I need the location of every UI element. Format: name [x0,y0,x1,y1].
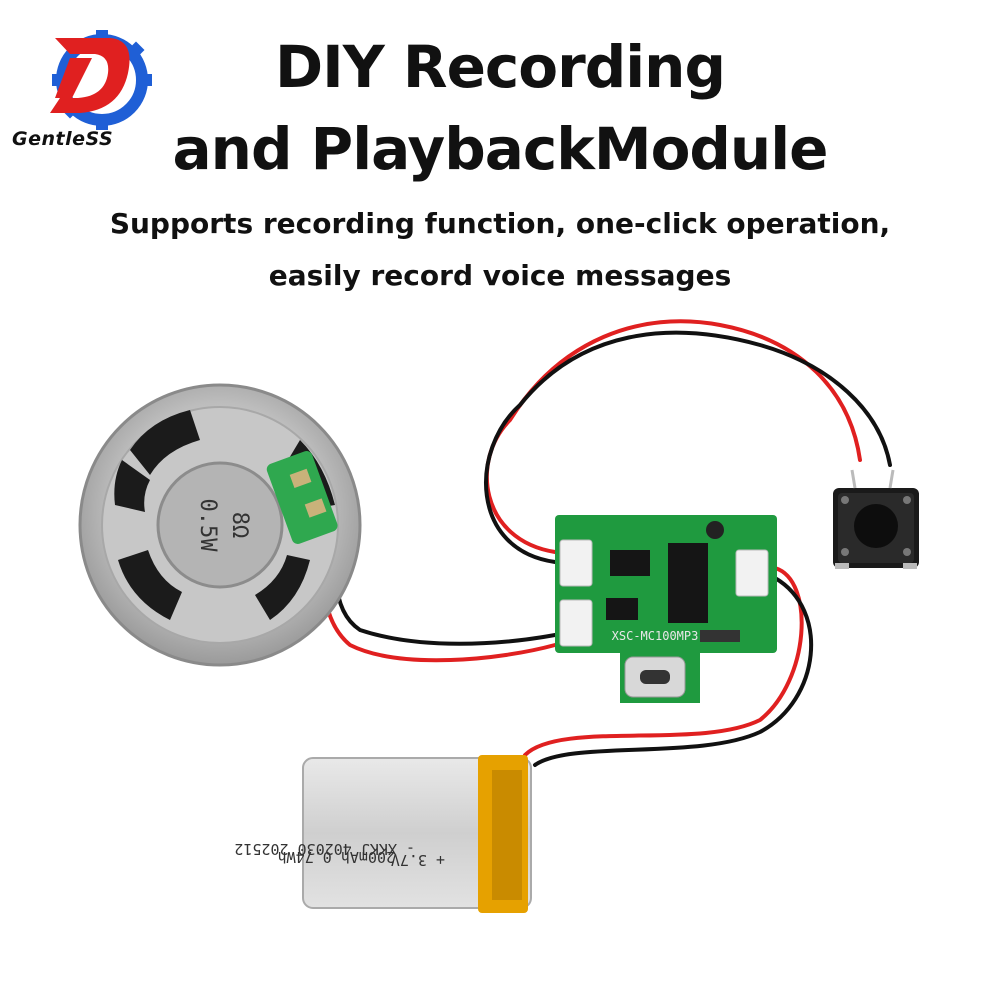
subtitle-line1: Supports recording function, one-click o… [109,207,891,240]
speaker-label-1: 8Ω [227,512,252,539]
speaker: 8Ω 0.5W [78,383,362,667]
brand-name: GentleSS [12,128,114,150]
push-button-switch [833,469,919,569]
board-label: XSC-MC100MP3 [612,629,699,643]
page-title-line2: and PlaybackModule [172,115,829,183]
battery-label-3: - XKKJ 402030 202512 [234,840,415,858]
battery-label-1: + 3.7V [391,851,445,869]
brand-logo-icon [50,30,152,130]
page-title-line1: DIY Recording [275,33,726,101]
subtitle-line2: easily record voice messages [268,259,732,292]
pcb-module: XSC-MC100MP3 [555,515,777,703]
speaker-label-2: 0.5W [195,499,220,553]
lipo-battery: + 3.7V 200mAh 0.74Wh - XKKJ 402030 20251… [234,755,532,913]
d-letter-icon [50,38,130,113]
battery-label-2: 200mAh 0.74Wh [278,848,395,866]
product-photo: 8Ω 0.5W XSC-MC100MP3 [78,319,919,913]
